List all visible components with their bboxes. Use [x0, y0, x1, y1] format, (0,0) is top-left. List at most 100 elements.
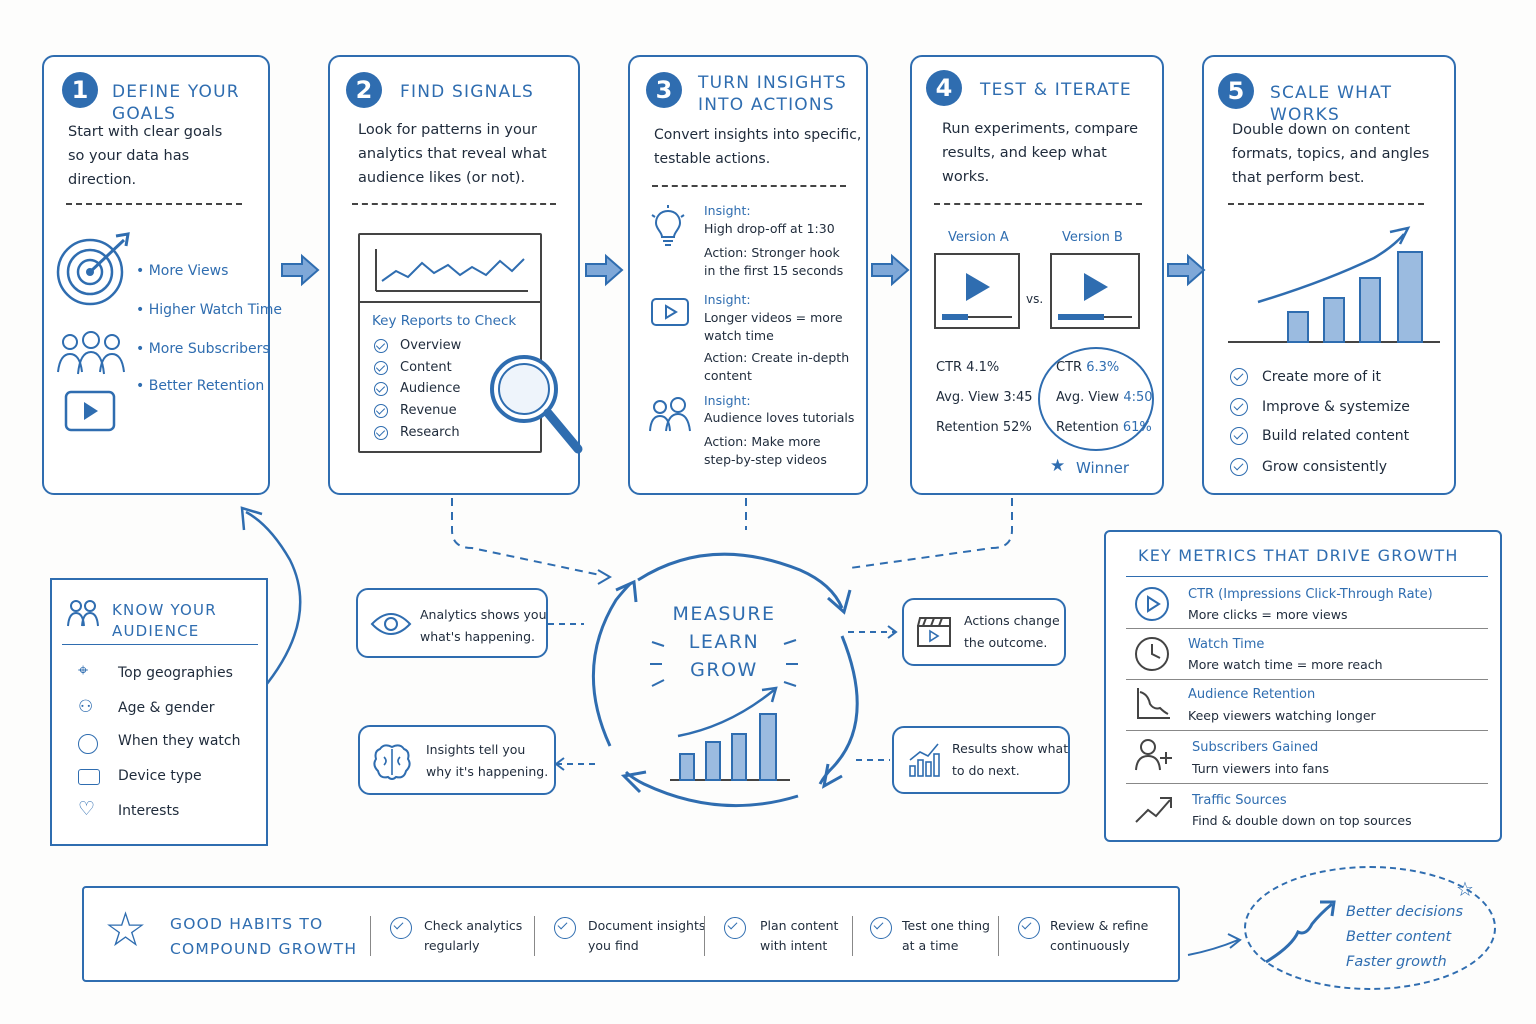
version-b-avg-view: Avg. View 4:50: [1056, 390, 1153, 405]
outcome-bubble: [1244, 866, 1496, 990]
goal-retention: • Better Retention: [136, 378, 265, 394]
star-icon: ★: [1050, 456, 1066, 476]
check-icon: [374, 404, 388, 418]
clock-icon: [78, 734, 98, 754]
rising-arrow-icon: [1265, 900, 1336, 964]
check-icon: [1018, 917, 1040, 939]
audience-item: Device type: [118, 768, 202, 784]
video-play-icon: [64, 390, 116, 432]
audience-note: Know YourAudience ⌖ Top geographies ⚇ Ag…: [50, 578, 268, 846]
video-a-thumbnail: [934, 253, 1020, 329]
metric-name: Traffic Sources: [1192, 793, 1287, 808]
report-item: Research: [400, 425, 460, 440]
location-pin-icon: ⌖: [78, 660, 89, 681]
audience-title-underline: [62, 644, 258, 645]
check-icon: [554, 917, 576, 939]
star-icon: ☆: [104, 902, 148, 958]
vs-label: vs.: [1026, 292, 1044, 306]
check-icon: [1230, 458, 1248, 476]
step-3-desc: Convert insights into specific,testable …: [654, 127, 862, 167]
metric-desc: Keep viewers watching longer: [1188, 708, 1376, 723]
version-a-retention: Retention 52%: [936, 420, 1032, 435]
metric-desc: More clicks = more views: [1188, 607, 1348, 622]
step-1-card: 1 Define Your Goals Start with clear goa…: [42, 55, 282, 495]
step-2-title: Find Signals: [400, 82, 534, 102]
habits-bar: ☆ Good Habits ToCompound Growth Check an…: [82, 886, 1180, 982]
clock-icon: [1135, 637, 1169, 671]
report-item: Audience: [400, 381, 461, 396]
metrics-title-underline: [1126, 576, 1488, 577]
version-a-avg-view: Avg. View 3:45: [936, 390, 1033, 405]
report-item: Content: [400, 360, 452, 375]
device-icon: [78, 769, 100, 785]
heart-icon: ♡: [78, 798, 96, 820]
audience-title: Know YourAudience: [112, 601, 217, 640]
scale-item: Grow consistently: [1262, 459, 1388, 475]
metrics-title: Key Metrics That Drive Growth: [1138, 546, 1459, 565]
flow-arrow-icon: [281, 253, 320, 287]
clapperboard-icon: [917, 617, 951, 647]
step-4-title: Test & Iterate: [980, 80, 1132, 100]
check-icon: [374, 426, 388, 440]
habits-title: Good Habits ToCompound Growth: [170, 915, 358, 958]
check-icon: [724, 917, 746, 939]
version-a-label: Version A: [948, 230, 1009, 245]
goal-subscribers: • More Subscribers: [136, 341, 270, 357]
step-4-card: 4 Test & Iterate Run experiments, compar…: [910, 55, 1164, 495]
video-play-icon: [651, 298, 689, 326]
target-icon: [56, 232, 130, 306]
version-a-ctr: CTR 4.1%: [936, 360, 1000, 375]
step-3-number: 3: [646, 72, 682, 108]
video-b-thumbnail: [1050, 253, 1140, 329]
insight-label: Insight:: [704, 393, 751, 408]
winner-circle: [1038, 347, 1154, 451]
sparkle-star-icon: ☆: [1456, 877, 1474, 901]
divider: [352, 203, 556, 205]
add-user-icon: [1135, 739, 1172, 771]
audience-item: When they watch: [118, 733, 241, 749]
version-b-ctr: CTR 6.3%: [1056, 360, 1120, 375]
insight-label: Insight:: [704, 203, 751, 218]
analytics-line-chart: [375, 249, 528, 292]
metric-name: Audience Retention: [1188, 687, 1316, 702]
check-icon: [374, 361, 388, 375]
check-icon: [1230, 368, 1248, 386]
metrics-card: Key Metrics That Drive Growth CTR (Impre…: [1104, 530, 1502, 842]
step-5-number: 5: [1218, 73, 1254, 109]
flow-arrow-icon: [871, 253, 910, 287]
check-icon: [1230, 427, 1248, 445]
winner-label: Winner: [1076, 459, 1130, 477]
step-5-title: Scale What Works: [1270, 83, 1393, 125]
audience-item: Age & gender: [118, 700, 215, 716]
metric-name: Watch Time: [1188, 637, 1265, 652]
play-icon: [1135, 587, 1169, 621]
metric-name: Subscribers Gained: [1192, 740, 1319, 755]
users-icon: [649, 397, 691, 432]
scale-item: Build related content: [1262, 428, 1410, 444]
version-b-retention: Retention 61%: [1056, 420, 1152, 435]
flow-arrow-icon: [1167, 253, 1206, 287]
step-5-card: 5 Scale What Works Double down on conten…: [1202, 55, 1456, 495]
bar-chart-icon: [909, 743, 940, 777]
metric-desc: Find & double down on top sources: [1192, 813, 1412, 828]
brain-icon: [373, 744, 411, 780]
reports-title: Key Reports to Check: [372, 313, 517, 329]
users-icon: [67, 600, 99, 627]
version-b-label: Version B: [1062, 230, 1123, 245]
